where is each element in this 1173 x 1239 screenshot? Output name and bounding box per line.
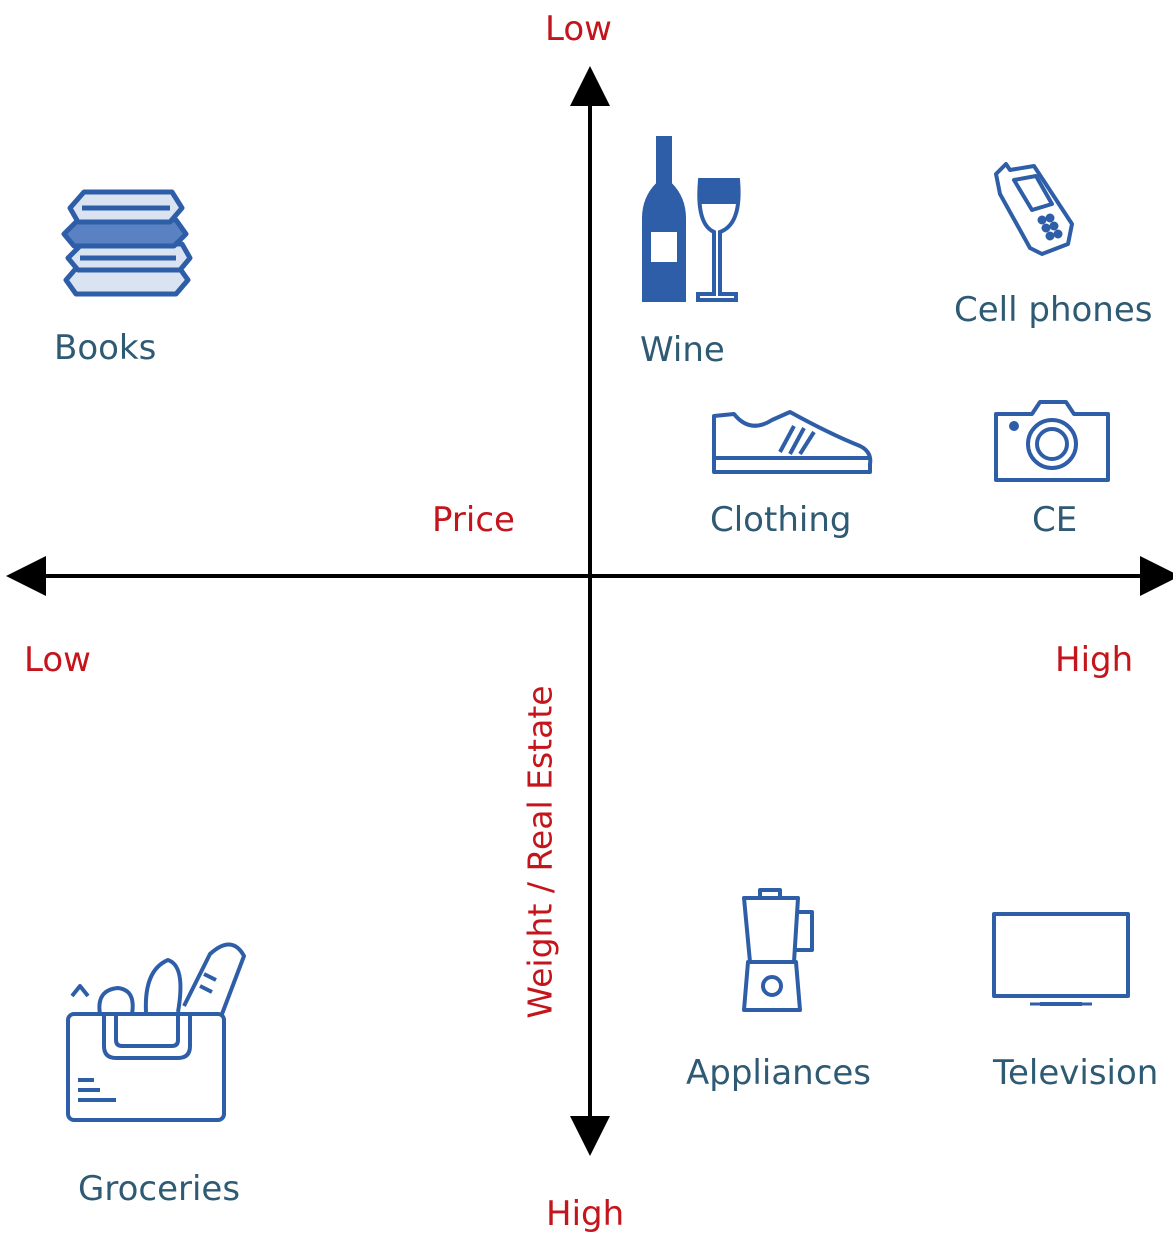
blender-icon	[738, 888, 818, 1018]
y-axis-top-label: Low	[545, 9, 612, 49]
y-axis-title: Weight / Real Estate	[520, 685, 560, 1019]
cell-phones-label: Cell phones	[954, 290, 1153, 330]
x-axis-low-label: Low	[24, 640, 91, 680]
wine-label: Wine	[640, 330, 725, 370]
shoe-icon	[710, 408, 874, 478]
television-icon	[990, 910, 1132, 1012]
y-axis-bottom-label: High	[546, 1194, 625, 1234]
camera-icon	[992, 398, 1112, 484]
television-label: Television	[993, 1053, 1159, 1093]
cell-phone-icon	[990, 160, 1080, 260]
books-label: Books	[54, 328, 157, 368]
books-icon	[58, 180, 198, 302]
grocery-bag-icon	[60, 940, 252, 1126]
groceries-label: Groceries	[78, 1169, 241, 1209]
x-axis-title: Price	[432, 500, 515, 540]
clothing-label: Clothing	[710, 500, 852, 540]
ce-label: CE	[1032, 500, 1078, 540]
appliances-label: Appliances	[686, 1053, 872, 1093]
x-axis-high-label: High	[1055, 640, 1134, 680]
wine-icon	[640, 136, 750, 304]
